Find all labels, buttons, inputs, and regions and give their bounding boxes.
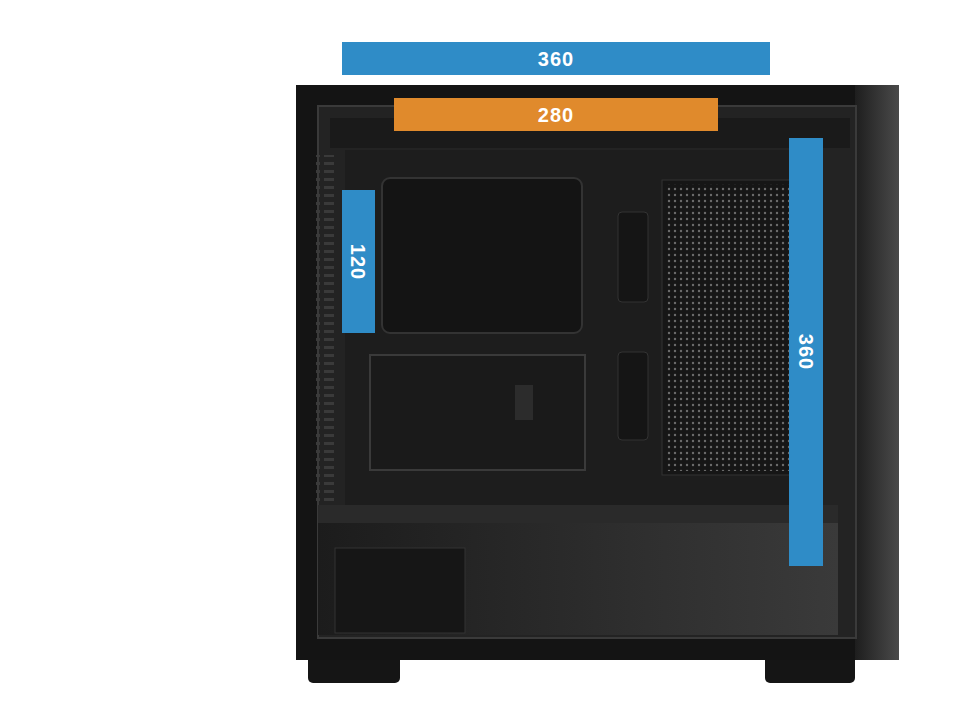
cable-hole (618, 352, 648, 440)
dimension-label: 360 (796, 334, 816, 370)
tray-plate (370, 355, 585, 470)
radiator-band: 280 (394, 98, 718, 131)
radiator-band: 360 (789, 138, 823, 566)
cpu-cutout (382, 178, 582, 333)
case-interior (318, 106, 856, 638)
tray-slot (515, 385, 533, 420)
front-mesh (666, 184, 793, 471)
shroud-top (318, 505, 838, 523)
radiator-band: 360 (342, 42, 770, 75)
front-panel (855, 85, 899, 660)
motherboard-tray (345, 150, 795, 505)
cable-hole (618, 212, 648, 302)
dimension-label: 120 (349, 243, 369, 279)
radiator-band: 120 (342, 190, 375, 333)
case-body (296, 85, 862, 660)
dimension-label: 360 (538, 49, 574, 69)
rear-vents (316, 155, 334, 505)
dimension-label: 280 (538, 105, 574, 125)
psu-shroud (318, 505, 838, 635)
psu-window (335, 548, 465, 633)
front-filter (662, 180, 797, 475)
